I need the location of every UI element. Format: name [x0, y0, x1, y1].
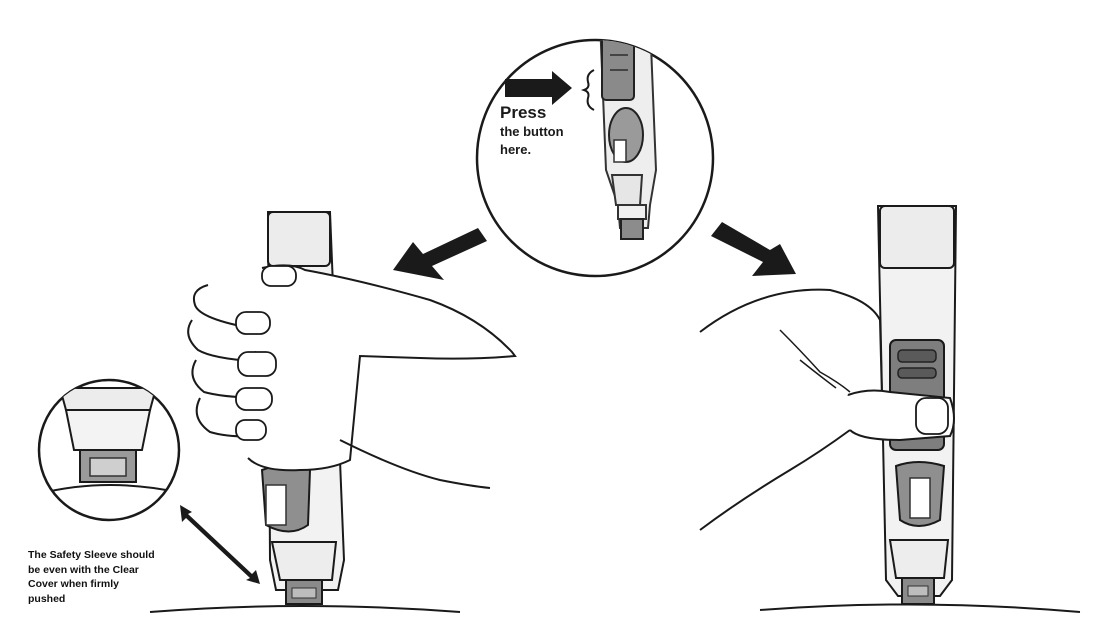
- note-line-3: Cover when firmly: [28, 577, 203, 592]
- right-injector-in-hand: [700, 206, 956, 604]
- right-skin-surface: [760, 604, 1080, 612]
- needle-cover: [621, 219, 643, 239]
- note-line-2: be even with the Clear: [28, 563, 203, 578]
- left-skin-surface: [150, 606, 460, 612]
- press-line-2: the button: [500, 123, 610, 141]
- activation-button: [602, 20, 634, 100]
- note-line-1: The Safety Sleeve should: [28, 548, 203, 563]
- down-right-arrow-icon: [711, 222, 796, 276]
- press-button-instruction: Press the button here.: [500, 103, 610, 159]
- note-line-4: pushed: [28, 592, 203, 607]
- safety-sleeve-note: The Safety Sleeve should be even with th…: [28, 548, 203, 606]
- down-left-arrow-icon: [393, 228, 487, 280]
- press-line-3: here.: [500, 141, 610, 159]
- press-line-1: Press: [500, 103, 610, 123]
- left-injector-in-hand: [188, 212, 515, 604]
